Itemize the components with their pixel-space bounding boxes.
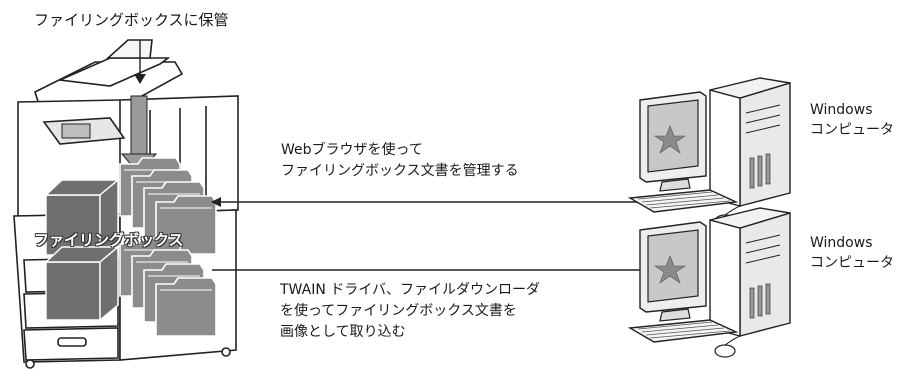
web-description-line-1: Webブラウザを使って [281, 142, 423, 158]
twain-description-line-1: TWAIN ドライバ、ファイルダウンローダ [280, 282, 540, 298]
twain-description: TWAIN ドライバ、ファイルダウンローダ を使ってファイリングボックス文書を … [280, 280, 540, 343]
computer-1-os: Windows [810, 102, 873, 118]
web-description-line-2: ファイリングボックス文書を管理する [281, 163, 519, 179]
windows-computer-label-1: Windows コンピュータ [810, 100, 894, 140]
web-browser-description: Webブラウザを使って ファイリングボックス文書を管理する [281, 140, 519, 182]
computer-2-os: Windows [810, 235, 873, 251]
windows-computer-1 [629, 77, 791, 228]
computer-2-type: コンピュータ [810, 255, 894, 271]
filing-box-label: ファイリングボックス [34, 231, 184, 249]
twain-description-line-3: 画像として取り込む [280, 324, 406, 340]
windows-computer-label-2: Windows コンピュータ [810, 233, 894, 273]
computer-1-type: コンピュータ [810, 122, 894, 138]
filing-box-cubes [44, 178, 120, 322]
twain-description-line-2: を使ってファイリングボックス文書を [280, 303, 517, 319]
windows-computer-2 [629, 207, 791, 358]
store-in-filing-box-label: ファイリングボックスに保管 [34, 11, 229, 29]
